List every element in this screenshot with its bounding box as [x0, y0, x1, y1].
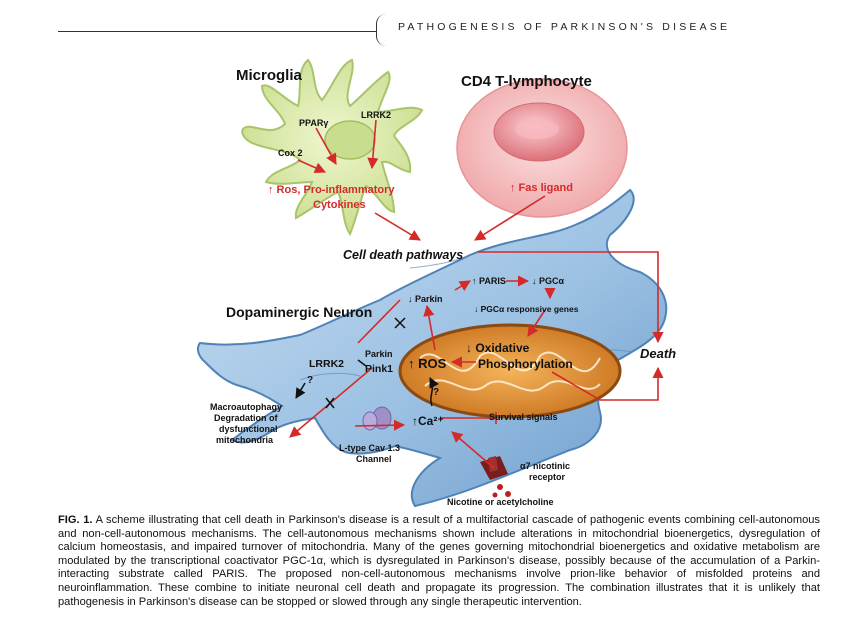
receptor-label-2: receptor — [529, 472, 566, 482]
pgca-down-label: ↓ PGCα — [532, 276, 565, 286]
figure-caption: FIG. 1. A scheme illustrating that cell … — [58, 514, 820, 609]
macroautophagy-label-4: mitochondria — [216, 435, 274, 445]
parkin-down-label: ↓ Parkin — [408, 294, 443, 304]
oxphos-label-2: Phosphorylation — [478, 357, 573, 371]
question-mark-2: ? — [433, 387, 439, 398]
l-type-calcium-channel — [362, 406, 392, 431]
header-rule — [58, 31, 376, 32]
neuron-title: Dopaminergic Neuron — [226, 304, 372, 320]
macroautophagy-label-2: Degradation of — [214, 413, 279, 423]
paris-label: ↑ PARIS — [472, 276, 506, 286]
pparg-label: PPARγ — [299, 118, 328, 128]
receptor-label-1: α7 nicotinic — [520, 461, 570, 471]
channel-label-2: Channel — [356, 454, 392, 464]
calcium-label: ↑Ca²⁺ — [412, 414, 444, 428]
parkin-label: Parkin — [365, 349, 393, 359]
ros-cytokines-label-2: Cytokines — [313, 199, 366, 211]
pathogenesis-diagram: Microglia PPARγ LRRK2 Cox 2 ↑ Ros, Pro-i… — [196, 58, 676, 508]
running-title: PATHOGENESIS OF PARKINSON'S DISEASE — [398, 21, 731, 33]
microglia-cell — [241, 58, 424, 237]
inhibition-marks — [295, 317, 439, 409]
mitochondrion — [398, 323, 622, 419]
death-label: Death — [640, 346, 676, 361]
oxphos-label-1: ↓ Oxidative — [466, 341, 530, 355]
macroautophagy-label-3: dysfunctional — [219, 424, 278, 434]
ros-cytokines-label-1: ↑ Ros, Pro-inflammatory — [268, 184, 395, 196]
pgca-genes-label: ↓ PGCα responsive genes — [474, 304, 579, 314]
survival-signals-label: Survival signals — [489, 412, 558, 422]
ros-label: ↑ ROS — [408, 356, 447, 371]
channel-label-1: L-type Cav 1.3 — [339, 443, 400, 453]
macroautophagy-label-1: Macroautophagy — [210, 402, 282, 412]
tcell-title: CD4 T-lymphocyte — [461, 73, 592, 90]
caption-text: A scheme illustrating that cell death in… — [58, 514, 820, 608]
question-mark-1: ? — [307, 375, 313, 386]
pink1-label: Pink1 — [365, 363, 393, 375]
neuron-lrrk2-label: LRRK2 — [309, 358, 344, 370]
cell-death-pathways-label: Cell death pathways — [343, 248, 463, 262]
nicotine-label: Nicotine or acetylcholine — [447, 497, 554, 507]
cd4-t-lymphocyte-cell — [456, 78, 628, 218]
fas-ligand-label: ↑ Fas ligand — [510, 182, 573, 194]
cox2-label: Cox 2 — [278, 148, 303, 158]
header-brace — [376, 14, 389, 46]
figure-label: FIG. 1. — [58, 514, 93, 526]
microglia-title: Microglia — [236, 67, 303, 84]
microglia-lrrk2-label: LRRK2 — [361, 110, 391, 120]
